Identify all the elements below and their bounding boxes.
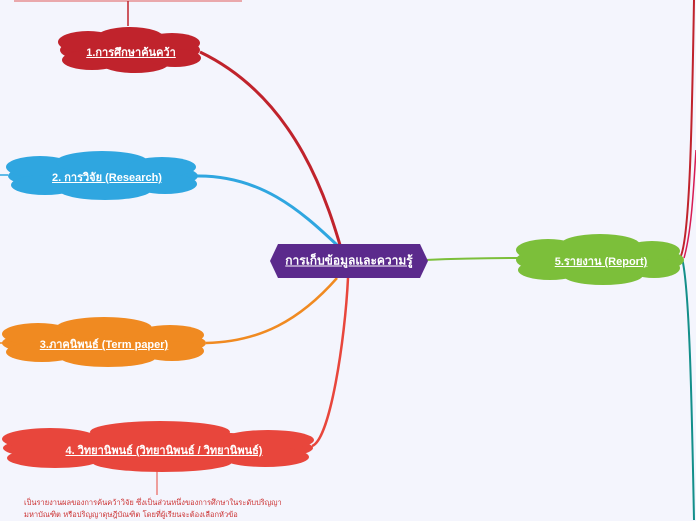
central-node[interactable] <box>270 244 428 278</box>
topic-5-label: 5.รายงาน (Report) <box>554 256 648 268</box>
branch-topic-1 <box>199 50 347 263</box>
report-branch-up-red <box>679 0 695 259</box>
branch-topic-4 <box>311 277 350 448</box>
topic-2-node[interactable] <box>6 151 198 200</box>
topic-5-node[interactable] <box>516 234 684 285</box>
topic-2-label: 2. การวิจัย (Research) <box>52 172 162 184</box>
branch-topic-5 <box>424 257 519 261</box>
topic-3-label: 3.ภาคนิพนธ์ (Term paper) <box>39 339 169 351</box>
topic-1-node[interactable] <box>58 27 201 73</box>
topic-4-label: 4. วิทยานิพนธ์ (วิทยานิพนธ์ / วิทยานิพนธ… <box>65 445 263 457</box>
branch-topic-3 <box>205 277 338 345</box>
branch-topic-2 <box>195 174 339 247</box>
central-node-label: การเก็บข้อมูลและความรู้ <box>285 253 413 268</box>
report-branch-down-teal <box>681 257 695 520</box>
report-branch-up-pink <box>683 149 696 259</box>
topic-4-note: เป็นรายงานผลของการค้นคว้าวิจัย ซึ่งเป็นส… <box>24 498 282 519</box>
topic-3-node[interactable] <box>2 317 206 367</box>
topic-4-node[interactable] <box>2 421 314 472</box>
topic-1-label: 1.การศึกษาค้นคว้า <box>86 47 176 59</box>
